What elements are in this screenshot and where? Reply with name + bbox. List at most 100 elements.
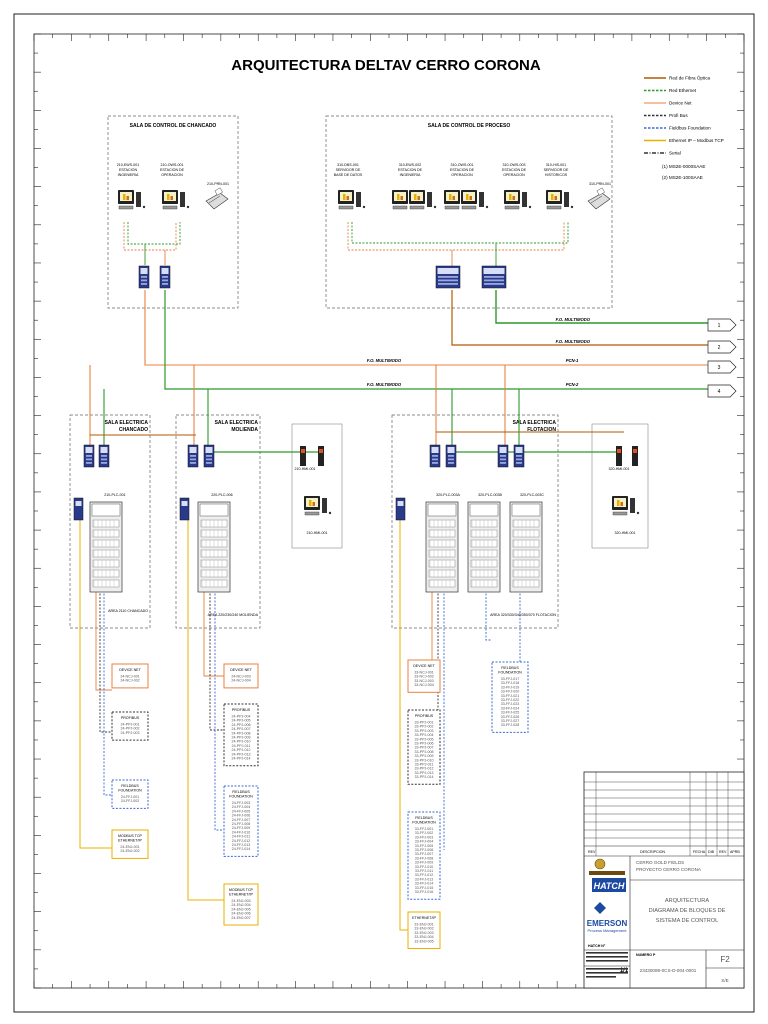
switch-2-port-1: [438, 279, 458, 282]
hmi-switch-0-body: [300, 446, 306, 466]
fieldbox-ff2-item-11: 24-FFJ-014: [232, 847, 251, 851]
station-2-printer-body: [205, 192, 229, 210]
switch-3: [481, 265, 507, 289]
fieldbox-dn3-frame: [407, 659, 441, 693]
hmi-switch-2: [616, 446, 622, 466]
switch-8-port-2: [432, 462, 438, 464]
station-3-pc-screen-0: [340, 192, 352, 201]
fieldbox-mb1-title-line-0: MODBUS TCP: [118, 834, 142, 838]
switch-7-port-1: [206, 458, 212, 461]
switch-1: [159, 265, 171, 289]
fieldbox-ff3-title-line-1: FOUNDATION: [412, 821, 436, 825]
station-8: 310-PRN-001: [587, 182, 611, 210]
station-5-pc-tower: [479, 192, 484, 207]
fieldbox-pb3-item-6: 33-PPJ-007: [415, 746, 434, 750]
station-4-pc-screen-bar-1: [414, 194, 417, 200]
legend-item-1: Red Ethernet: [644, 88, 697, 93]
fieldbox-ff3-item-7: 33-FFJ-008: [415, 856, 434, 860]
fieldbox-mb3-item-3: 33-ENJ-004: [414, 935, 433, 939]
hmi-molienda-screen-0: [306, 498, 318, 507]
fieldbox-ff2-item-5: 24-FFJ-008: [232, 822, 251, 826]
legend-label-4: Fieldbus Foundation: [669, 126, 711, 131]
ethernet-line-1: [495, 290, 712, 324]
station-4-pc-tower: [427, 192, 432, 207]
station-2-printer: [205, 187, 229, 210]
switch-4-panel: [85, 447, 93, 453]
fieldbox-mb2-item-3: 24-ENJ-006: [231, 912, 250, 916]
station-3-pc-tower: [356, 192, 361, 207]
fieldbox-ff3-item-15: 33-FFJ-016: [415, 890, 434, 894]
switch-3-port-1: [484, 279, 504, 282]
fiber-line-3: [144, 290, 712, 366]
fieldbox-ff4-item-8: 33-FFJ-025: [501, 711, 520, 715]
hmi-molienda-screen-bar-0: [309, 500, 312, 506]
fieldbox-ff3-item-13: 33-FFJ-014: [415, 882, 434, 886]
fieldbox-ff1-item-0: 24-FFJ-001: [121, 795, 140, 799]
station-6-pc-screen-bar-0: [509, 194, 512, 200]
station-4-pc-mouse: [433, 205, 437, 209]
tb-scale: S/E: [721, 978, 728, 983]
station-8-printer-body: [587, 192, 611, 210]
station-desc-3-1: BASE DE DATOS: [334, 173, 363, 177]
fieldbox-ff4-item-4: 33-FFJ-021: [501, 694, 520, 698]
switch-1-panel: [161, 268, 169, 274]
fieldbox-ff3-item-1: 33-FFJ-002: [415, 831, 434, 835]
controller-tag-1: 210-PLC-001: [104, 493, 125, 497]
fieldbox-dn1-frame: [111, 663, 149, 689]
room-elec-flotacion-title-2: FLOTACION: [527, 427, 556, 433]
switch-7-port-2: [206, 462, 212, 464]
station-desc-6-0: ESTACION DE: [502, 168, 527, 172]
switch-1-port-2: [162, 283, 168, 285]
switch-9: [445, 444, 457, 468]
fieldbox-mb2-item-4: 24-ENJ-007: [231, 916, 250, 920]
station-7-pc-keyboard-0: [546, 205, 562, 210]
fieldbox-ff2-item-8: 24-FFJ-011: [232, 835, 250, 839]
station-8-printer: [587, 187, 611, 210]
fieldbox-pb3-frame: [407, 709, 441, 785]
fieldbox-dn3-item-3: 33-NCJ-004: [414, 683, 433, 687]
hmi-flotacion-screen-0: [614, 498, 626, 507]
fieldbox-pb3: PROFIBUS33-PPJ-00133-PPJ-00233-PPJ-00333…: [407, 709, 441, 785]
station-7-pc-mouse: [570, 205, 574, 209]
fieldbox-ff3-item-11: 33-FFJ-012: [415, 873, 434, 877]
switch-4-port-0: [86, 455, 92, 457]
hmi-switch-2-led: [617, 449, 621, 453]
station-8-printer-slot: [590, 195, 603, 204]
station-desc-4-1: INGENIERIA: [400, 173, 421, 177]
fieldbox-mb1-frame: [111, 829, 149, 859]
switch-7: [203, 444, 215, 468]
fieldbox-pb2-item-3: 24-PPJ-007: [232, 727, 251, 731]
fieldbox-ff3-item-6: 33-FFJ-007: [415, 852, 434, 856]
eth-ring-chancado: [127, 222, 181, 245]
rack-2-top: [199, 503, 229, 517]
station-5-pc: [444, 190, 489, 210]
offpage-connector-3: 3: [707, 360, 737, 374]
outer-border: [13, 13, 755, 1013]
fieldbox-ff1-frame: [111, 779, 149, 809]
tb-drawing-title-2: DIAGRAMA DE BLOQUES DE: [649, 908, 726, 914]
ff-line-5: [485, 590, 492, 641]
station-tag-1: 210-OWS-001: [161, 163, 184, 167]
fieldbox-pb3-item-4: 33-PPJ-005: [415, 737, 434, 741]
hmi-switch-tag-flot-1: 320-HMI-001: [609, 467, 630, 471]
fieldbox-pb2-item-8: 24-PPJ-012: [232, 748, 251, 752]
fieldbox-dn2-title: DEVICE NET: [230, 668, 252, 672]
tb-rev-header-aprb: APRB: [730, 850, 740, 854]
station-tag-4: 310-EWS-002: [399, 163, 422, 167]
station-tag-0: 210-EWS-001: [117, 163, 140, 167]
station-tag-7: 310-HIS-001: [546, 163, 566, 167]
hmi-switch-0: [300, 446, 306, 466]
fieldbox-pb3-item-9: 33-PPJ-010: [415, 758, 434, 762]
tb-notes: [586, 952, 628, 978]
fieldbox-ff3-item-3: 33-FFJ-004: [415, 840, 434, 844]
switch-10-port-0: [500, 455, 506, 457]
bus-label-fo3: F.O. MULTIMODO: [367, 358, 402, 363]
fieldbox-dn3-title: DEVICE NET: [413, 664, 435, 668]
station-2-printer-slot: [208, 195, 221, 204]
